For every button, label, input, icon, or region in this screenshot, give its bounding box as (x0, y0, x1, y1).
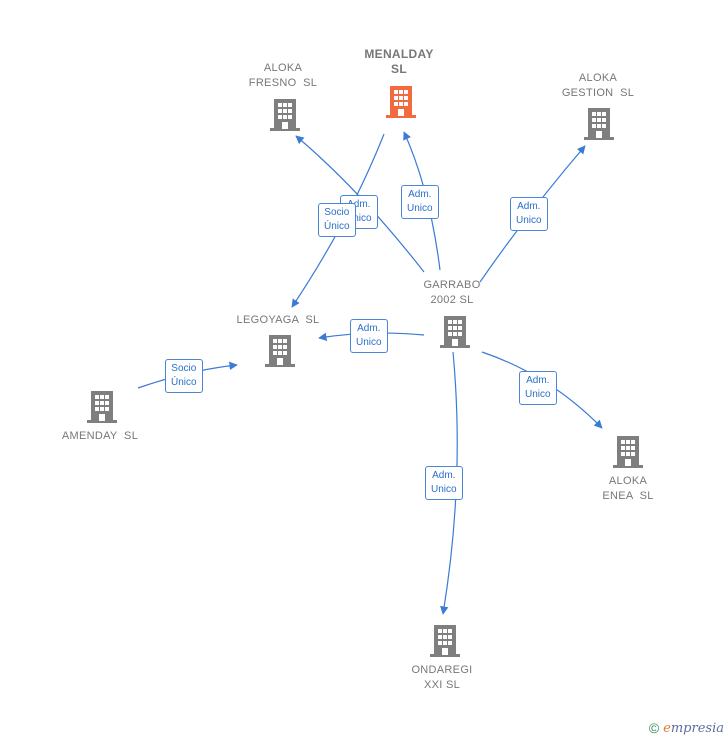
copyright-icon: © (648, 720, 660, 736)
brand-initial: e (663, 720, 671, 736)
node-label-aloka-enea[interactable]: ALOKA ENEA SL (602, 475, 654, 502)
brand-name: empresia (663, 721, 724, 736)
building-icon[interactable] (613, 434, 643, 468)
node-label-aloka-fresno[interactable]: ALOKA FRESNO SL (248, 62, 318, 89)
edge-label-garrabo-aloka-gestion: Adm. Unico (510, 197, 548, 231)
brand-name-rest: mpresia (670, 720, 724, 736)
edge-label-garrabo-legoyaga: Adm. Unico (350, 319, 388, 353)
node-label-garrabo[interactable]: GARRABO 2002 SL (423, 279, 481, 306)
building-icon[interactable] (584, 106, 614, 140)
building-icon[interactable] (270, 97, 300, 131)
building-icon[interactable] (87, 389, 117, 423)
node-label-aloka-gestion[interactable]: ALOKA GESTION SL (561, 72, 635, 99)
edge-label-garrabo-menalday: Adm. Unico (401, 185, 439, 219)
building-icon[interactable] (265, 333, 295, 367)
brand-watermark: © empresia (649, 720, 724, 736)
edge-label-amenday-legoyaga: Socio Único (165, 359, 203, 393)
node-label-menalday[interactable]: MENALDAY SL (364, 47, 434, 76)
edge-label-garrabo-aloka-enea: Adm. Unico (519, 371, 557, 405)
node-label-amenday[interactable]: AMENDAY SL (61, 430, 139, 442)
node-label-ondaregi[interactable]: ONDAREGI XXI SL (411, 664, 473, 691)
building-icon[interactable] (386, 84, 416, 118)
building-icon[interactable] (440, 314, 470, 348)
node-label-legoyaga[interactable]: LEGOYAGA SL (236, 314, 320, 326)
edge-label-menalday-legoyaga: Socio Único (318, 203, 356, 237)
edge-label-garrabo-ondaregi: Adm. Unico (425, 466, 463, 500)
building-icon[interactable] (430, 623, 460, 657)
